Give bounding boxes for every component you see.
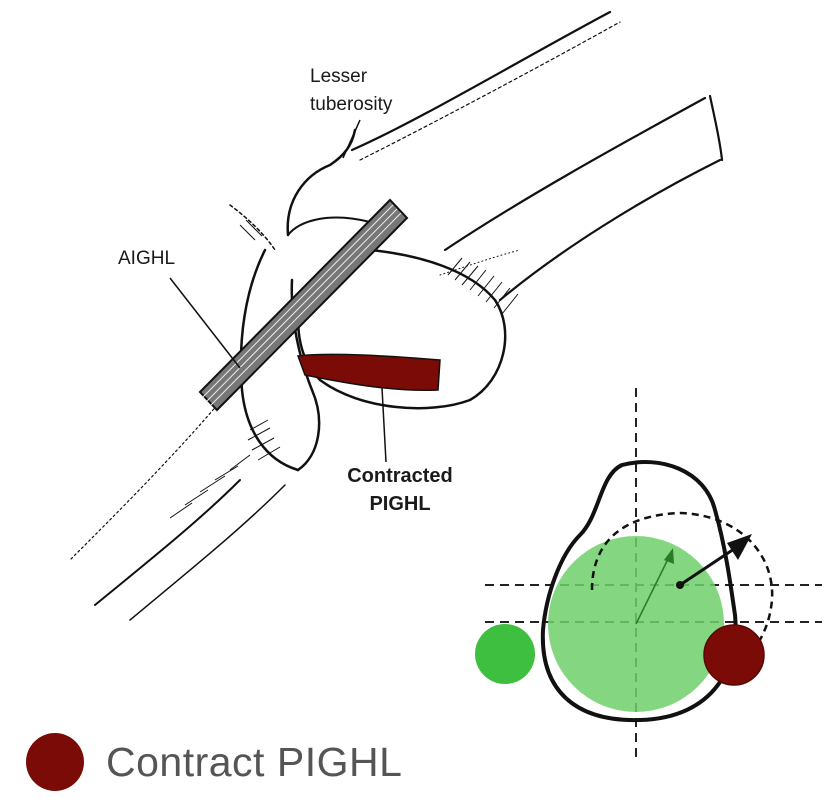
contracted-pighl-label-line2: PIGHL	[315, 492, 485, 516]
lesser-tuberosity-label-line2: tuberosity	[310, 94, 392, 116]
anterior-green-dot	[475, 624, 535, 684]
pighl-band	[298, 354, 440, 390]
legend-label: Contract PIGHL	[106, 739, 402, 786]
hatching-head	[448, 258, 518, 314]
legend-marker-dot	[26, 733, 84, 791]
legend: Contract PIGHL	[26, 730, 402, 794]
glenoid	[70, 205, 319, 620]
contracted-pighl-label-line1: Contracted	[315, 464, 485, 488]
contracted-pighl-dot	[704, 625, 764, 685]
lesser-tuberosity-label-line1: Lesser	[310, 66, 367, 88]
aighl-label: AIGHL	[118, 248, 175, 270]
leader-lines	[170, 120, 386, 462]
